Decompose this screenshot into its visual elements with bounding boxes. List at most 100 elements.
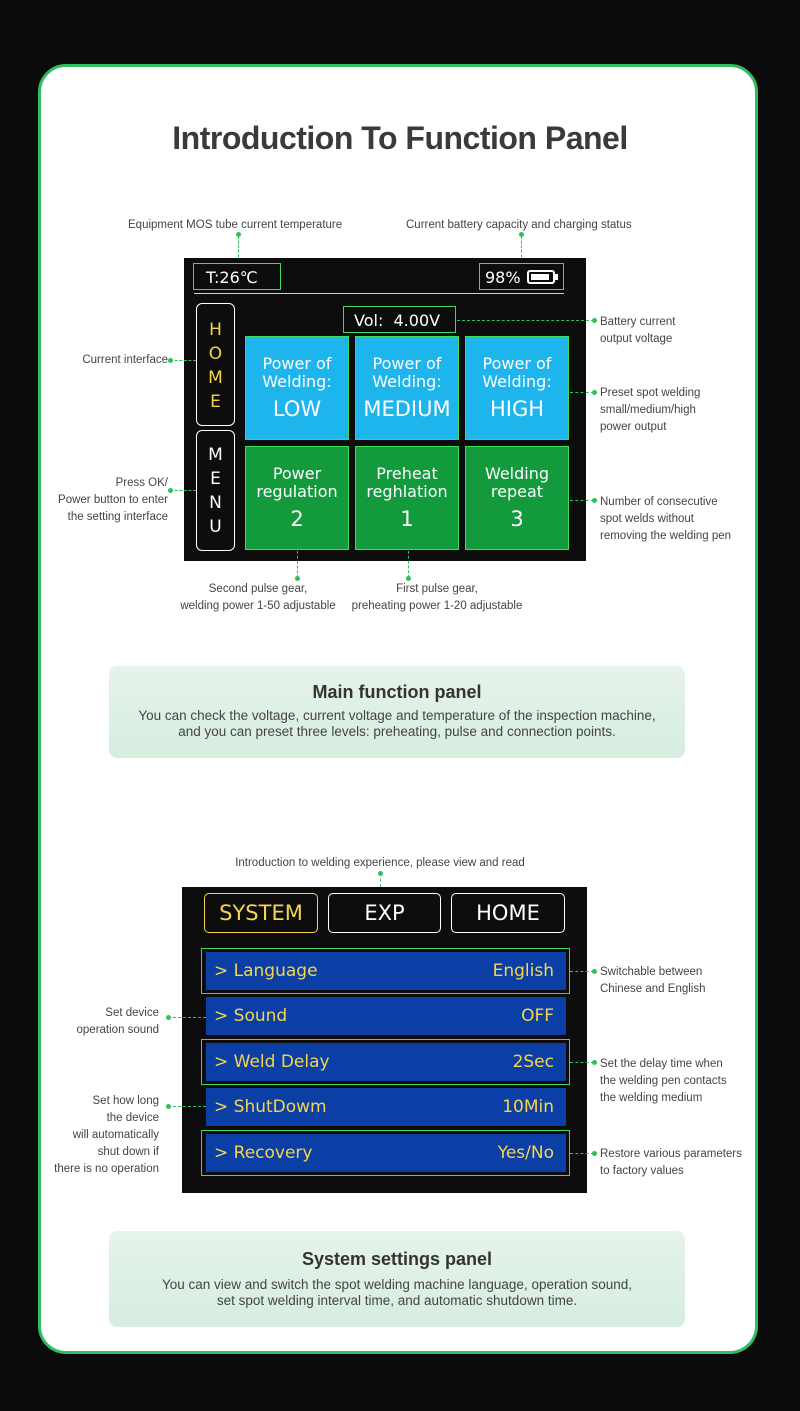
setting-row-sound[interactable]: > Sound OFF [206, 997, 566, 1035]
annotation-battery-voltage: Battery current output voltage [600, 314, 675, 348]
tile-value: 2 [290, 507, 304, 531]
annotation-battery: Current battery capacity and charging st… [406, 219, 632, 231]
home-tab-letter: M [208, 368, 223, 388]
setting-row-language[interactable]: > Language English [206, 952, 566, 990]
info-body: You can view and switch the spot welding… [109, 1277, 685, 1309]
annotation-line: the device [106, 1112, 159, 1124]
annotation-line: small/medium/high [600, 404, 696, 416]
setting-row-shutdown[interactable]: > ShutDowm 10Min [206, 1088, 566, 1126]
info-body: You can check the voltage, current volta… [109, 708, 685, 740]
tile-line1: Power of [372, 354, 442, 373]
setting-row-recovery[interactable]: > Recovery Yes/No [206, 1134, 566, 1172]
tile-line1: Welding [484, 464, 550, 483]
divider [194, 293, 564, 294]
annotation-line: Battery current [600, 316, 676, 328]
annotation-line: power output [600, 421, 667, 433]
home-tab-letter: O [208, 344, 223, 364]
home-tab-letter: E [210, 392, 221, 412]
leader-dot [592, 1151, 597, 1156]
setting-row-weld-delay[interactable]: > Weld Delay 2Sec [206, 1043, 566, 1081]
leader-line [168, 1106, 206, 1107]
info-line: and you can preset three levels: preheat… [178, 724, 616, 739]
annotation-line: Set device [105, 1007, 159, 1019]
leader-dot [166, 1015, 171, 1020]
battery-fill [531, 274, 549, 280]
menu-tab[interactable]: M E N U [196, 430, 235, 551]
menu-tab-letter: E [210, 469, 221, 489]
setting-value: 10Min [502, 1097, 554, 1117]
setting-value: 2Sec [512, 1052, 554, 1072]
setting-key: > Weld Delay [214, 1052, 330, 1072]
annotation-exp-intro: Introduction to welding experience, plea… [235, 857, 525, 869]
leader-line [570, 1062, 594, 1063]
highlight-frame [201, 1039, 570, 1085]
annotation-line: welding power 1-50 adjustable [180, 600, 336, 612]
leader-dot [406, 576, 411, 581]
annotation-line: First pulse gear, [396, 583, 478, 595]
setting-key: > ShutDowm [214, 1097, 327, 1117]
annotation-mos-temp: Equipment MOS tube current temperature [128, 219, 343, 231]
main-function-info: Main function panel You can check the vo… [109, 666, 685, 758]
leader-line [457, 320, 594, 321]
leader-dot [519, 232, 524, 237]
menu-tab-letter: M [208, 445, 223, 465]
leader-line [408, 551, 409, 578]
leader-dot [378, 871, 383, 876]
tab-home[interactable]: HOME [451, 893, 565, 933]
annotation-line: Chinese and English [600, 983, 706, 995]
tab-system[interactable]: SYSTEM [204, 893, 318, 933]
annotation-first-pulse: First pulse gear, preheating power 1-20 … [337, 581, 537, 615]
voltage-box: Vol: 4.00V [343, 306, 456, 333]
annotation-line: Restore various parameters [600, 1148, 742, 1160]
annotation-sound: Set device operation sound [77, 1005, 159, 1039]
annotation-press-ok: Press OK/ Power button to enter the sett… [58, 475, 168, 526]
annotation-line: Second pulse gear, [208, 583, 308, 595]
leader-dot [168, 488, 173, 493]
info-heading: System settings panel [301, 1249, 493, 1269]
annotation-line: Preset spot welding [600, 387, 701, 399]
info-heading: Main function panel [312, 682, 482, 702]
tile-value: LOW [272, 397, 322, 421]
annotation-shutdown: Set how long the device will automatical… [54, 1093, 159, 1178]
leader-line [570, 500, 594, 501]
highlight-frame [201, 1130, 570, 1176]
leader-line [168, 1017, 206, 1018]
setting-value: English [492, 961, 554, 981]
tile-line2: regulation [256, 482, 338, 501]
home-tab-letter: H [209, 320, 222, 340]
info-line: set spot welding interval time, and auto… [216, 1293, 578, 1308]
leader-dot [295, 576, 300, 581]
menu-tab-letter: N [209, 493, 222, 513]
annotation-line: will automatically [72, 1129, 159, 1141]
annotation-restore: Restore various parameters to factory va… [600, 1146, 742, 1180]
tab-exp[interactable]: EXP [328, 893, 441, 933]
temperature-box: T:26℃ [193, 263, 281, 290]
tile-value: 3 [510, 507, 524, 531]
annotation-line: Set how long [92, 1095, 160, 1107]
annotation-line: the welding pen contacts [600, 1075, 727, 1087]
tile-line2: Welding: [262, 372, 332, 391]
annotation-consecutive: Number of consecutive spot welds without… [600, 494, 731, 545]
tile-value: HIGH [489, 397, 545, 421]
setting-value: Yes/No [497, 1143, 554, 1163]
leader-dot [592, 498, 597, 503]
battery-terminal [555, 274, 558, 280]
battery-box: 98% [479, 263, 564, 290]
annotation-second-pulse: Second pulse gear, welding power 1-50 ad… [168, 581, 348, 615]
annotation-line: removing the welding pen [600, 530, 732, 542]
annotation-current-interface: Current interface [82, 354, 168, 366]
annotation-line: Number of consecutive [600, 496, 718, 508]
annotation-line: shut down if [97, 1146, 159, 1158]
annotation-line: the setting interface [67, 511, 168, 523]
leader-line [570, 392, 594, 393]
info-line: You can check the voltage, current volta… [138, 708, 656, 723]
leader-line [238, 236, 239, 262]
home-tab[interactable]: H O M E [196, 303, 235, 426]
leader-dot [592, 318, 597, 323]
